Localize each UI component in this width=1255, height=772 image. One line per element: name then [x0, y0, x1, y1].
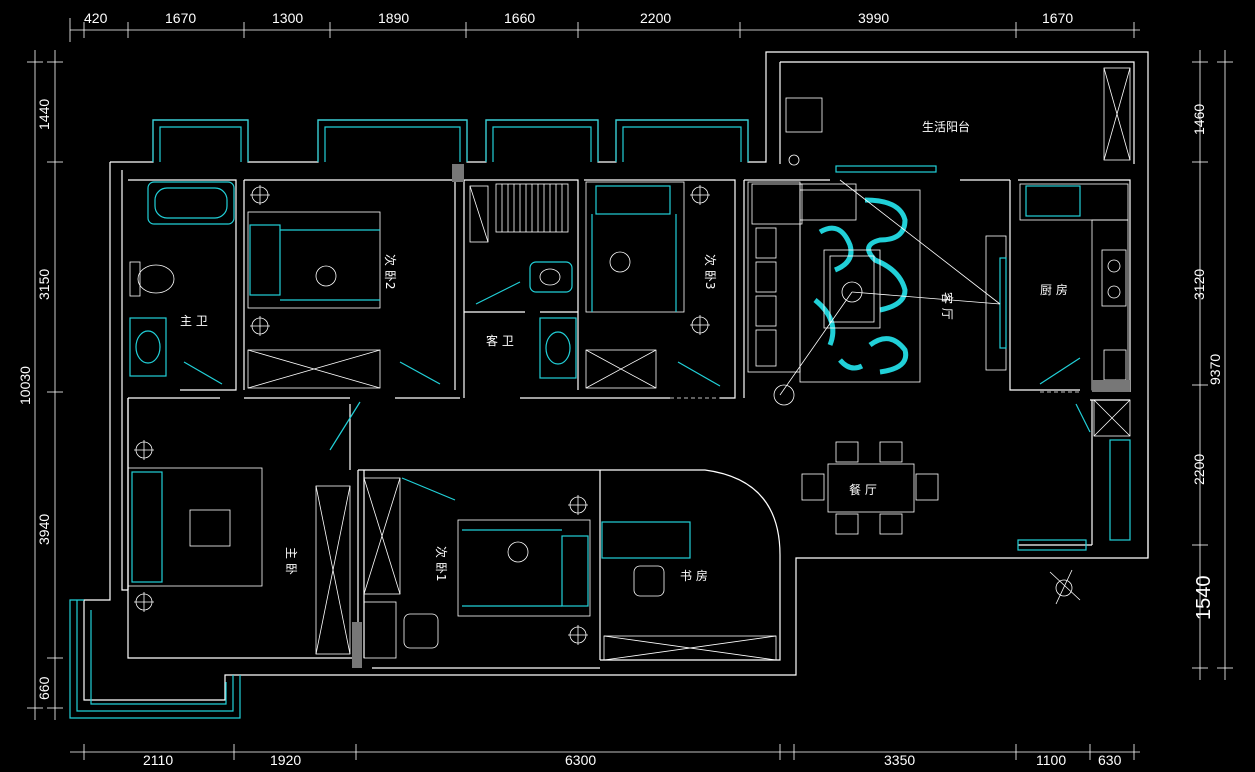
bed-master	[127, 467, 263, 587]
right-dim-1: 1460	[1191, 104, 1207, 135]
tv-cabinet	[779, 179, 1007, 396]
room-label-bedroom2: 次 卧2	[383, 254, 397, 289]
structural-columns	[352, 164, 1130, 668]
bottom-dim-3: 6300	[565, 752, 596, 768]
squat-toilet	[529, 261, 573, 293]
right-dim-3: 9370	[1207, 354, 1223, 385]
bed-bedroom3	[585, 181, 685, 313]
toilet-master-bath	[129, 261, 175, 297]
bed-bedroom1	[457, 519, 591, 617]
top-dim-5: 1660	[504, 10, 535, 26]
room-label-bedroom1: 次 卧1	[434, 546, 448, 581]
washing-machine	[785, 97, 823, 166]
sofa	[747, 181, 857, 373]
room-label-kitchen: 厨 房	[1040, 282, 1068, 297]
left-dim-5: 660	[36, 676, 52, 700]
wardrobe-bedroom3	[585, 349, 657, 389]
right-dim-4: 2200	[1191, 454, 1207, 485]
room-label-balcony: 生活阳台	[922, 119, 970, 134]
kitchen-counter	[1019, 183, 1129, 391]
top-dim-3: 1300	[272, 10, 303, 26]
room-label-dining: 餐 厅	[849, 482, 877, 497]
right-dim-2: 3120	[1191, 269, 1207, 300]
room-label-bedroom3: 次 卧3	[703, 254, 717, 289]
shower-grate	[469, 183, 569, 243]
floor-lamp-icon	[773, 384, 795, 406]
top-dim-7: 3990	[858, 10, 889, 26]
left-dim-2: 3150	[36, 269, 52, 300]
top-dim-4: 1890	[378, 10, 409, 26]
wardrobe-bedroom2	[247, 349, 381, 389]
bottom-dim-4: 3350	[884, 752, 915, 768]
room-label-living: 客 厅	[940, 292, 955, 320]
bottom-dim-5: 1100	[1036, 752, 1066, 768]
room-label-master-bedroom: 主 卧	[284, 547, 298, 575]
doors	[180, 281, 1091, 501]
top-dim-1: 420	[84, 10, 108, 26]
right-dimension-line	[1192, 50, 1233, 680]
bay-window-frames	[69, 119, 749, 719]
coffee-table	[823, 249, 881, 329]
lamp-icon	[134, 185, 710, 645]
room-label-master-bath: 主 卫	[180, 314, 208, 328]
top-dim-2: 1670	[165, 10, 196, 26]
left-dim-1: 1440	[36, 99, 52, 130]
top-dim-6: 2200	[640, 10, 671, 26]
bottom-dim-1: 2110	[143, 752, 173, 768]
person-figure-icon	[1049, 569, 1081, 605]
bed-bedroom2	[247, 211, 381, 309]
left-dimension-line	[27, 50, 63, 720]
bottom-dimension-line	[70, 744, 1140, 760]
bathtub	[147, 181, 235, 225]
left-dim-4: 3940	[36, 514, 52, 545]
left-dim-3: 10030	[17, 366, 33, 405]
desk-study	[601, 521, 777, 661]
dining-table	[801, 441, 939, 535]
sink-master-bath	[129, 317, 167, 377]
right-dim-5: 1540	[1193, 576, 1215, 621]
top-dimension-line	[69, 18, 1140, 42]
top-dim-8: 1670	[1042, 10, 1073, 26]
room-label-study: 书 房	[680, 568, 708, 583]
wardrobe-master	[315, 485, 351, 655]
fridge	[1093, 399, 1131, 437]
windows	[835, 67, 1131, 551]
room-label-guest-bath: 客 卫	[486, 333, 514, 348]
interior-walls	[127, 179, 1149, 669]
sink-guest-bath	[539, 317, 577, 379]
desk-bedroom1	[363, 601, 439, 659]
wardrobe-bedroom1	[363, 477, 401, 595]
bottom-dim-2: 1920	[270, 752, 301, 768]
bottom-dim-6: 630	[1098, 752, 1122, 768]
